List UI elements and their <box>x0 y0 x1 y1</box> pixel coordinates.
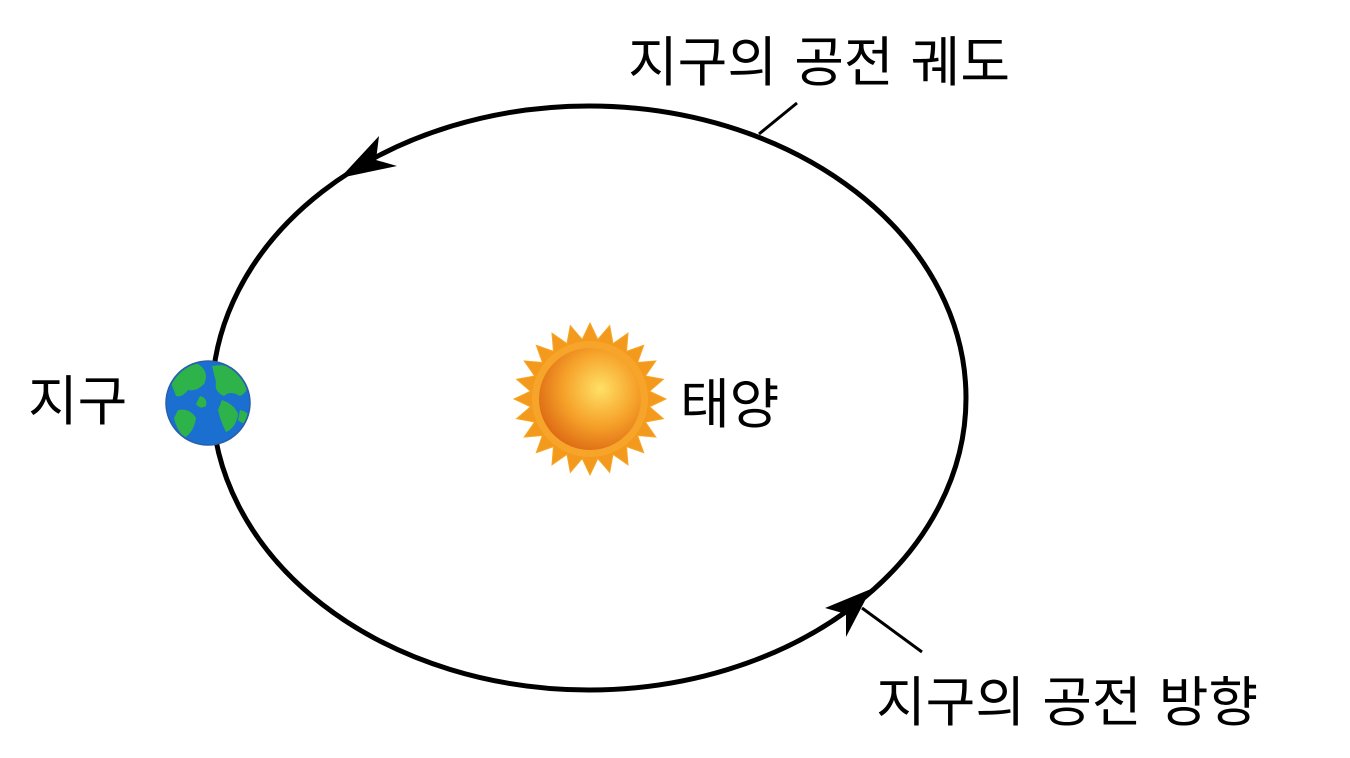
direction-label: 지구의 공전 방향 <box>876 671 1259 734</box>
sun-icon <box>512 321 668 477</box>
earth-globe-icon <box>165 360 251 446</box>
sun-label: 태양 <box>680 373 780 436</box>
direction-arrow-icon <box>825 589 871 637</box>
direction-arrow-icon <box>340 136 397 178</box>
orbit-label: 지구의 공전 궤도 <box>628 31 1011 94</box>
direction-leader-line <box>861 606 923 654</box>
earth-label: 지구 <box>28 370 128 433</box>
orbit-leader-line <box>758 101 798 136</box>
